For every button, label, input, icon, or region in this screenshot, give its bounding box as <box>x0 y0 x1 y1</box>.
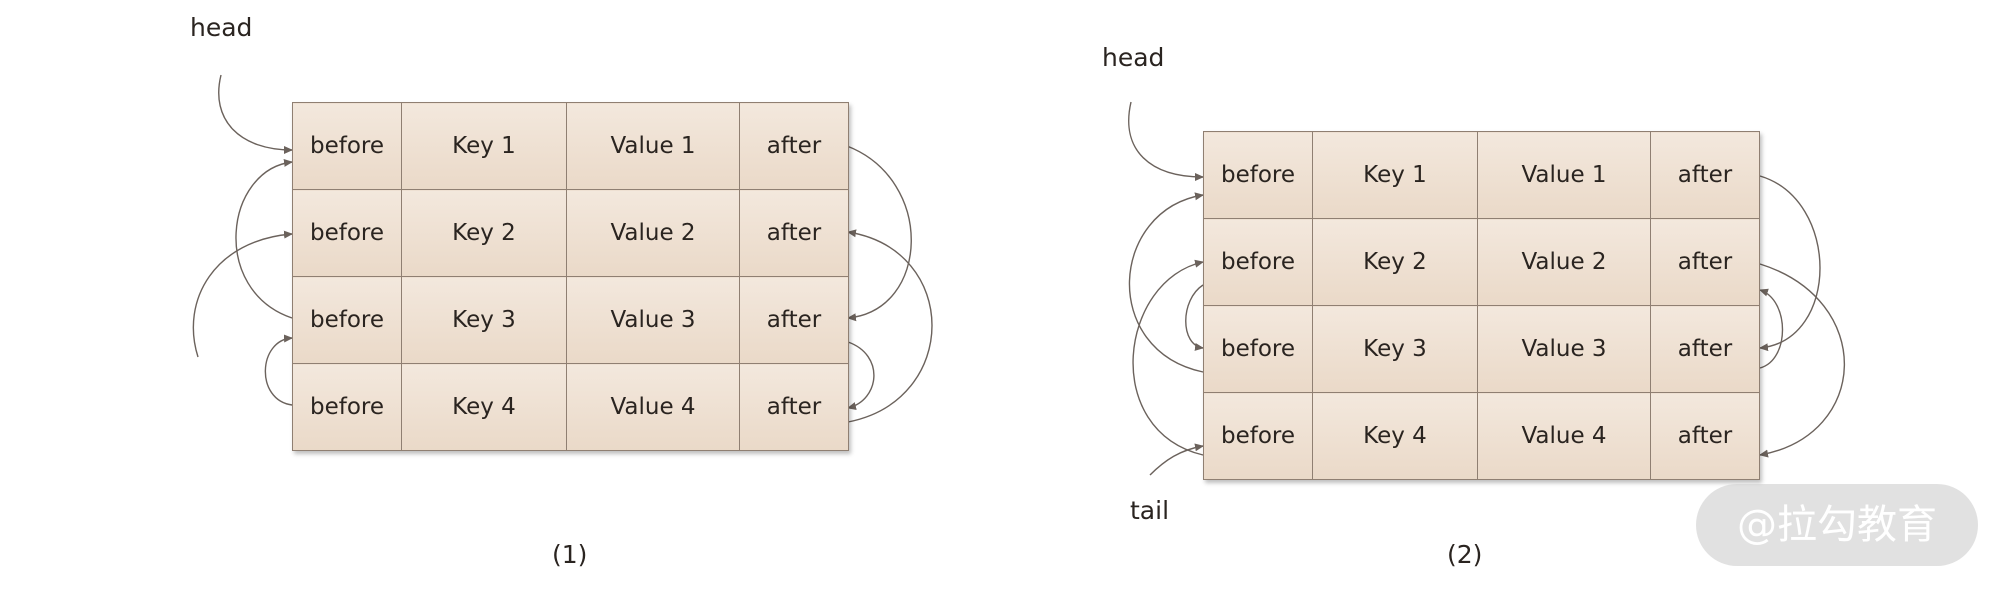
tail-label-2: tail <box>1130 496 1170 525</box>
table-row: before Key 4 Value 4 after <box>1203 392 1760 480</box>
key-cell: Key 2 <box>1312 218 1478 306</box>
after-cell: after <box>1650 392 1760 480</box>
value-cell: Value 2 <box>566 189 740 277</box>
value-cell: Value 4 <box>566 363 740 451</box>
entry-table-2: before Key 1 Value 1 after before Key 2 … <box>1203 131 1760 480</box>
table-row: before Key 2 Value 2 after <box>292 189 849 277</box>
link-arrow-row2-to-row3-before-2 <box>1185 284 1204 351</box>
key-cell: Key 1 <box>401 102 567 190</box>
caption-2: (2) <box>1447 540 1483 569</box>
caption-1: (1) <box>552 540 588 569</box>
link-arrow-row3-after-to-row4-after <box>847 341 875 410</box>
before-cell: before <box>292 363 402 451</box>
before-cell: before <box>1203 305 1313 393</box>
value-cell: Value 1 <box>566 102 740 190</box>
table-row: before Key 2 Value 2 after <box>1203 218 1760 306</box>
before-cell: before <box>1203 131 1313 219</box>
before-cell: before <box>1203 392 1313 480</box>
head-arrow-2 <box>1128 101 1204 181</box>
key-cell: Key 3 <box>401 276 567 364</box>
key-cell: Key 4 <box>1312 392 1478 480</box>
after-cell: after <box>1650 305 1760 393</box>
after-cell: after <box>739 363 849 451</box>
link-arrow-row3-to-row1-before-2 <box>1128 192 1204 373</box>
value-cell: Value 3 <box>1477 305 1651 393</box>
head-label-1: head <box>190 13 253 42</box>
link-arrow-row2-after-to-row4-after-2 <box>1759 263 1846 458</box>
table-row: before Key 1 Value 1 after <box>292 102 849 190</box>
after-cell: after <box>739 189 849 277</box>
link-arrow-row1-after-to-row3-after <box>846 145 912 322</box>
value-cell: Value 3 <box>566 276 740 364</box>
link-arrow-in-to-row2-before <box>192 230 293 358</box>
value-cell: Value 4 <box>1477 392 1651 480</box>
link-arrow-row1-after-to-row3-after-2 <box>1759 175 1821 352</box>
after-cell: after <box>739 276 849 364</box>
table-row: before Key 4 Value 4 after <box>292 363 849 451</box>
link-arrow-row3-after-to-row2-after-2 <box>1759 288 1784 369</box>
watermark: @拉勾教育 <box>1696 484 1978 566</box>
after-cell: after <box>739 102 849 190</box>
table-row: before Key 3 Value 3 after <box>1203 305 1760 393</box>
key-cell: Key 3 <box>1312 305 1478 393</box>
value-cell: Value 2 <box>1477 218 1651 306</box>
after-cell: after <box>1650 131 1760 219</box>
key-cell: Key 4 <box>401 363 567 451</box>
key-cell: Key 2 <box>401 189 567 277</box>
entry-table-1: before Key 1 Value 1 after before Key 2 … <box>292 102 849 451</box>
before-cell: before <box>292 102 402 190</box>
link-arrow-row4-to-row3-before <box>264 334 293 406</box>
head-arrow-1 <box>218 74 293 154</box>
before-cell: before <box>292 276 402 364</box>
table-row: before Key 3 Value 3 after <box>292 276 849 364</box>
key-cell: Key 1 <box>1312 131 1478 219</box>
before-cell: before <box>1203 218 1313 306</box>
after-cell: after <box>1650 218 1760 306</box>
table-row: before Key 1 Value 1 after <box>1203 131 1760 219</box>
value-cell: Value 1 <box>1477 131 1651 219</box>
tail-arrow-2 <box>1149 443 1204 476</box>
link-arrow-row4-after-to-row2-after <box>847 229 933 423</box>
link-arrow-row4-to-row2-before-2 <box>1132 259 1204 456</box>
link-arrow-row3-to-row1-before <box>235 158 293 319</box>
head-label-2: head <box>1102 43 1165 72</box>
before-cell: before <box>292 189 402 277</box>
